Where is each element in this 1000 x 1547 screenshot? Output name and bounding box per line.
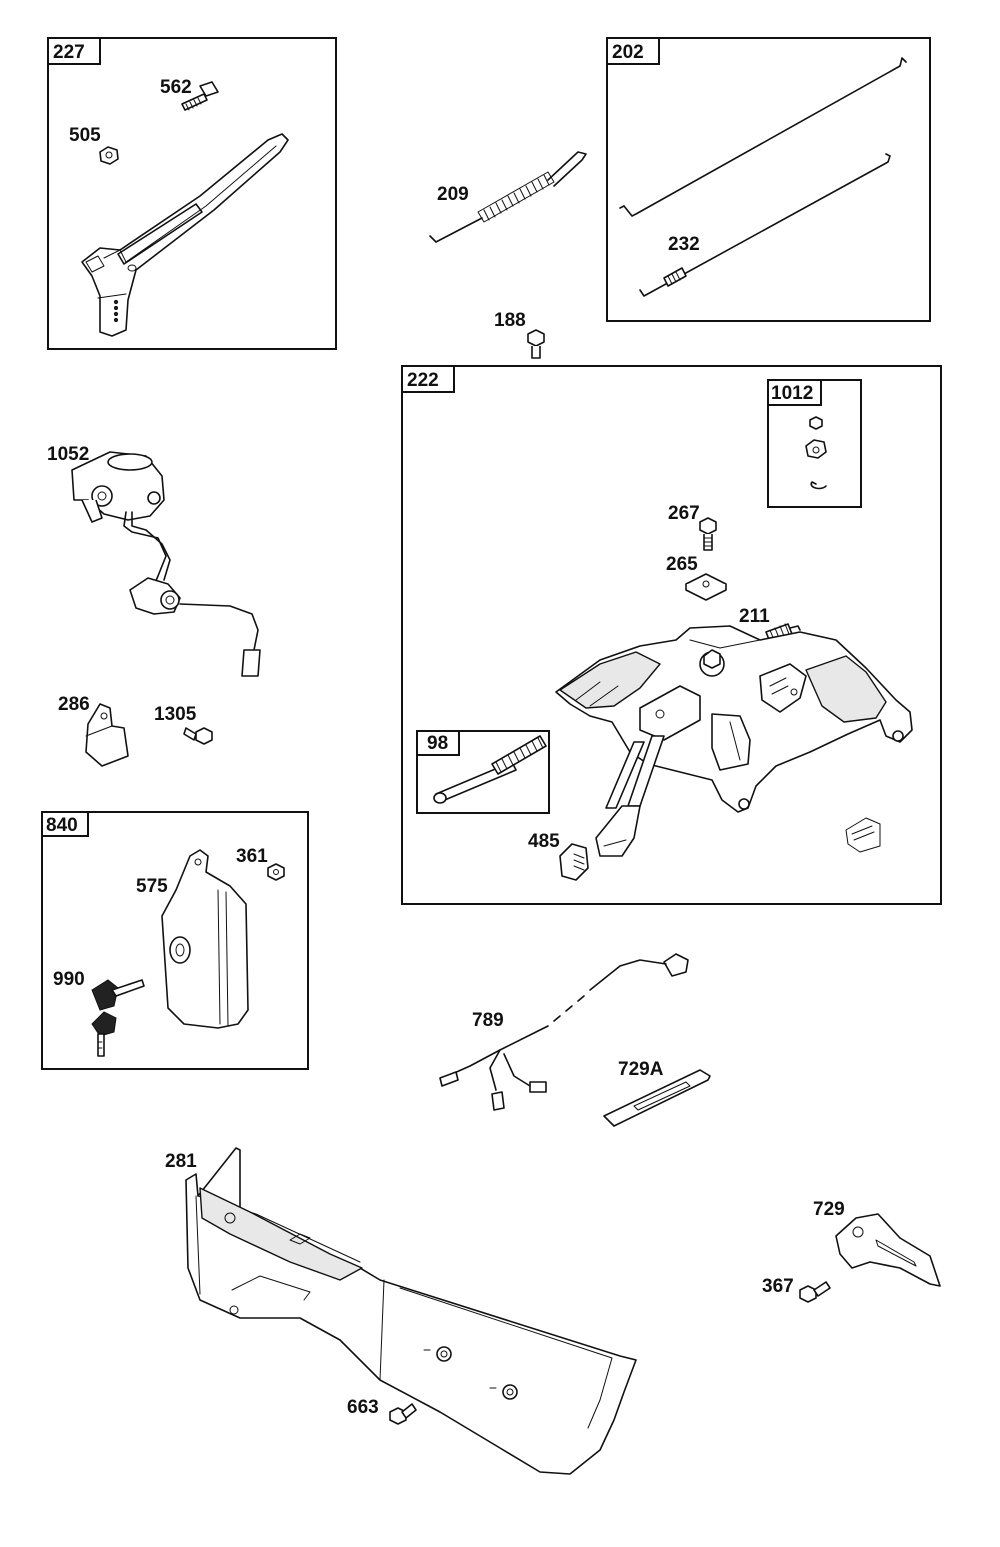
shield-281 — [185, 1147, 637, 1475]
part-label-575: 575 — [136, 876, 168, 897]
switch-box-575 — [161, 849, 249, 1029]
box-label-840: 840 — [46, 815, 78, 836]
part-label-265: 265 — [666, 554, 698, 575]
part-label-1052: 1052 — [47, 444, 89, 465]
lever-grip-485 — [559, 843, 589, 881]
nut-505 — [99, 146, 119, 165]
box-label-1012: 1012 — [771, 383, 813, 404]
nut-361 — [267, 863, 285, 881]
part-label-789: 789 — [472, 1010, 504, 1031]
part-label-209: 209 — [437, 184, 469, 205]
box-227: 227 562 505 — [47, 37, 337, 350]
part-label-1305: 1305 — [154, 704, 197, 725]
screw-663 — [389, 1403, 417, 1425]
keys-990 — [91, 979, 145, 1057]
clip-265 — [685, 573, 727, 601]
bolt-267 — [699, 517, 717, 551]
screw-367 — [799, 1281, 831, 1303]
bracket-286 — [85, 703, 129, 767]
governor-spring-209 — [429, 151, 587, 243]
box-202: 202 232 — [606, 37, 931, 322]
screw-1305 — [183, 727, 213, 745]
part-label-729A: 729A — [618, 1059, 664, 1080]
box-1012: 1012 — [767, 379, 862, 508]
bracket-729 — [835, 1213, 941, 1287]
screw-562 — [181, 81, 219, 111]
pin-and-spring-98 — [433, 735, 547, 804]
fastener-kit-1012 — [805, 416, 827, 490]
box-840: 840 361 575 990 — [41, 811, 309, 1070]
box-98: 98 — [416, 730, 550, 814]
part-label-729: 729 — [813, 1199, 845, 1220]
box-label-222: 222 — [407, 370, 439, 391]
part-label-267: 267 — [668, 503, 700, 524]
part-label-562: 562 — [160, 77, 192, 98]
part-label-211: 211 — [739, 606, 770, 627]
ignition-switch-1052 — [71, 451, 261, 677]
box-label-202: 202 — [612, 42, 644, 63]
wire-harness-789 — [439, 953, 689, 1111]
part-label-367: 367 — [762, 1276, 794, 1297]
part-label-663: 663 — [347, 1397, 379, 1418]
bolt-188 — [527, 329, 545, 359]
governor-rod-202 — [619, 57, 907, 217]
control-bracket-222 — [555, 625, 913, 857]
plate-729A — [603, 1069, 711, 1127]
box-label-98: 98 — [427, 733, 448, 754]
box-222: 222 1012 267 265 211 — [401, 365, 942, 905]
part-label-990: 990 — [53, 969, 85, 990]
box-label-227: 227 — [53, 42, 85, 63]
part-label-286: 286 — [58, 694, 90, 715]
reference-icon — [845, 817, 881, 853]
choke-rod-232 — [639, 153, 891, 297]
part-label-485: 485 — [528, 831, 560, 852]
control-lever-227 — [81, 133, 289, 337]
part-label-188: 188 — [494, 310, 526, 331]
part-label-232: 232 — [668, 234, 700, 255]
part-label-361: 361 — [236, 846, 268, 867]
part-label-505: 505 — [69, 125, 101, 146]
part-label-281: 281 — [165, 1151, 197, 1172]
